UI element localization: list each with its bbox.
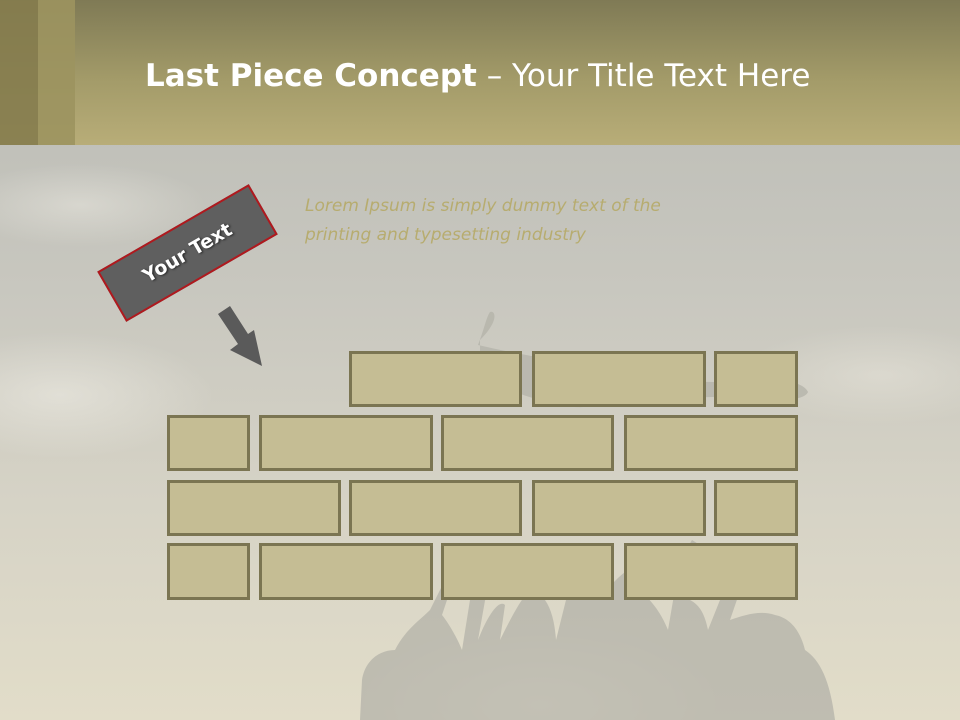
brick [259,543,433,600]
header-accent-bar [38,0,75,145]
brick [532,351,706,407]
brick [624,543,798,600]
brick [441,543,614,600]
title-rest: – Your Title Text Here [486,58,811,94]
brick [167,415,250,471]
body-text: Lorem Ipsum is simply dummy text of the … [305,196,661,245]
brick [349,351,522,407]
brick [714,480,798,536]
brick [624,415,798,471]
brick [259,415,433,471]
slide-title: Last Piece Concept – Your Title Text Her… [145,54,810,98]
brick [441,415,614,471]
brick [167,480,341,536]
header-band: Last Piece Concept – Your Title Text Her… [0,0,960,145]
brick [714,351,798,407]
brick [167,543,250,600]
brick [349,480,522,536]
arrow-down-right-icon [218,306,262,366]
header-accent-bar [0,0,38,145]
title-bold: Last Piece Concept [145,58,477,94]
brick [532,480,706,536]
